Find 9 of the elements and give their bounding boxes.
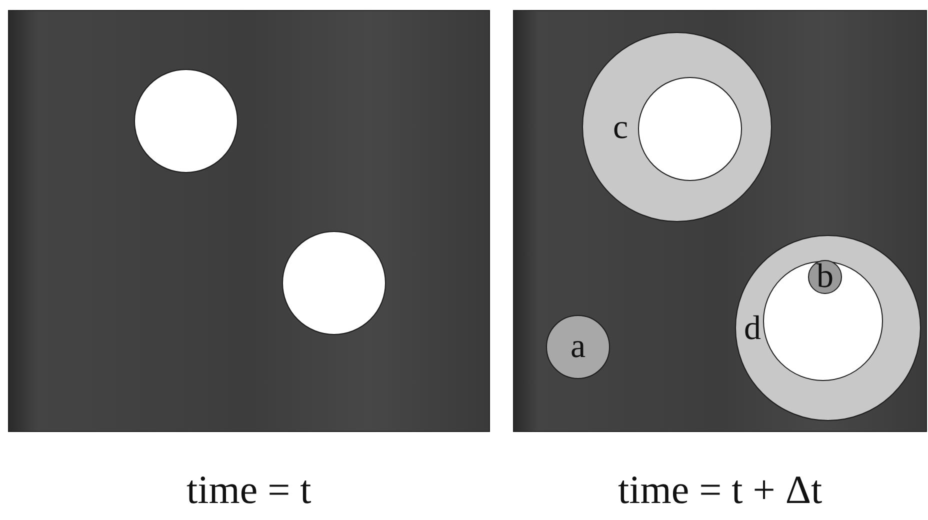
letter-label: d <box>744 312 761 346</box>
node-label: time = t <box>186 470 312 510</box>
letter-label: a <box>570 330 586 364</box>
node-label: time = t + Δt <box>618 470 822 510</box>
shaded-circle <box>808 260 842 294</box>
image-panel <box>8 10 490 432</box>
letter-label: c <box>613 111 628 145</box>
letter-label: b <box>816 260 834 294</box>
image-panel <box>513 10 927 432</box>
